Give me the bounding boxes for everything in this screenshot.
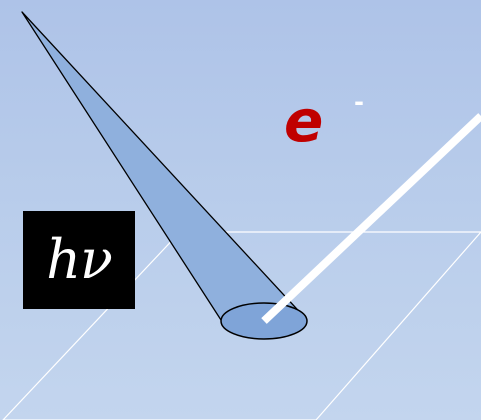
photon-label-box: hν <box>23 211 135 309</box>
electron-charge-label: - <box>354 90 364 114</box>
photon-label: hν <box>46 233 112 287</box>
electron-label: e <box>284 92 323 150</box>
